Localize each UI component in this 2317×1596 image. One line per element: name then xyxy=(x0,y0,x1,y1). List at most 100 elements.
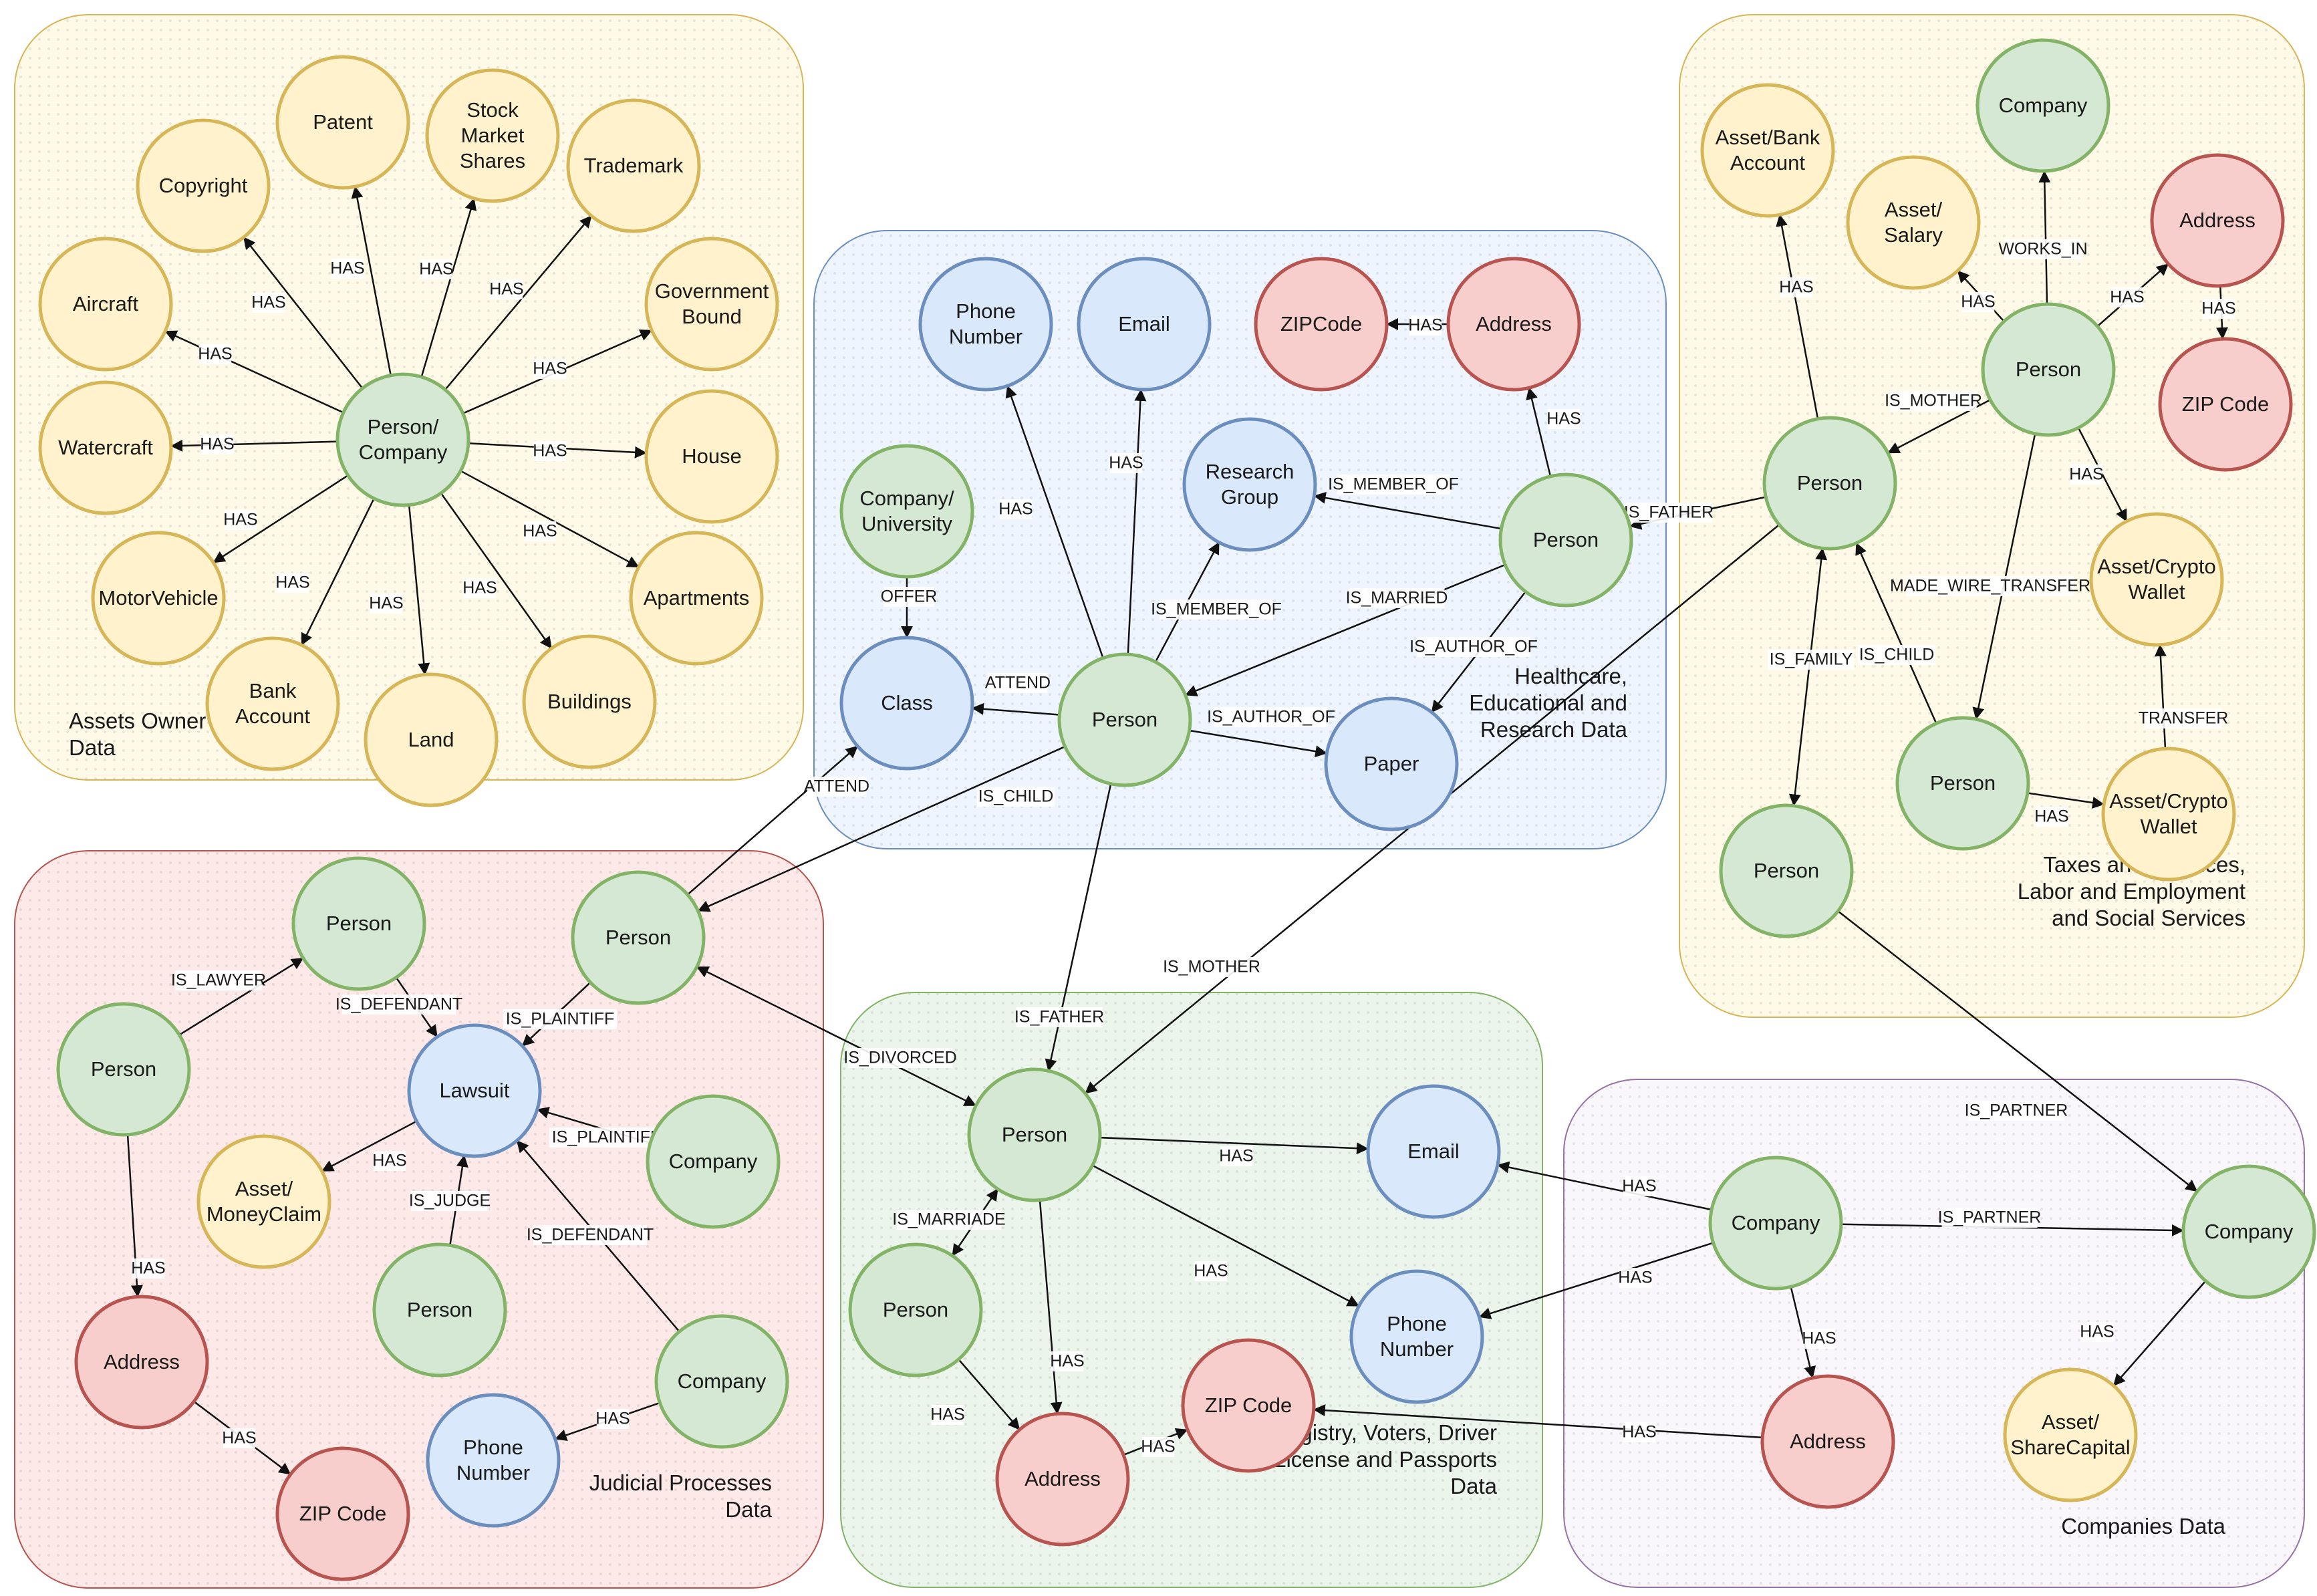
edge-has: HAS xyxy=(321,1120,417,1172)
node-t-person-low[interactable]: Person xyxy=(1895,716,2030,851)
edge-label: HAS xyxy=(223,511,257,529)
node-t-zip[interactable]: ZIP Code xyxy=(2158,337,2293,472)
edge-has: HAS xyxy=(164,330,344,414)
edge-label: ATTEND xyxy=(985,674,1051,692)
node-label: Lawsuit xyxy=(439,1079,509,1102)
node-a-land[interactable]: Land xyxy=(364,672,499,807)
node-a-apartments[interactable]: Apartments xyxy=(629,531,764,666)
node-a-patent[interactable]: Patent xyxy=(275,55,410,190)
node-a-aircraft[interactable]: Aircraft xyxy=(38,237,173,372)
node-a-watercraft[interactable]: Watercraft xyxy=(38,380,173,515)
edge-has: HAS xyxy=(1099,1136,1369,1166)
node-t-person-mid[interactable]: Person xyxy=(1762,416,1897,551)
node-h-person[interactable]: Person xyxy=(1057,652,1192,787)
node-a-motor[interactable]: MotorVehicle xyxy=(91,531,226,666)
node-label: Email xyxy=(1407,1140,1460,1163)
edge-has: HAS xyxy=(1776,214,1819,419)
node-t-company[interactable]: Company xyxy=(1975,38,2110,173)
node-t-address[interactable]: Address xyxy=(2150,153,2285,288)
edge-is-partner: IS_PARTNER xyxy=(1837,910,2198,1192)
node-p-company[interactable]: Company xyxy=(1708,1156,1843,1291)
edge-label: MADE_WIRE_TRANSFER xyxy=(1890,577,2090,595)
edge-label: HAS xyxy=(2069,465,2103,484)
node-t-person-left[interactable]: Person xyxy=(1719,803,1854,938)
node-label: Person xyxy=(1930,771,1996,795)
edge-is-author-of: IS_AUTHOR_OF xyxy=(1409,591,1538,713)
node-a-buildings[interactable]: Buildings xyxy=(522,634,657,769)
node-j-judge[interactable]: Person xyxy=(372,1242,507,1377)
edge-has: HAS xyxy=(275,498,375,646)
edge-is-lawyer: IS_LAWYER xyxy=(171,957,304,1036)
edge-label: IS_PLAINTIFF xyxy=(552,1128,661,1147)
node-j-company2[interactable]: Company xyxy=(654,1314,789,1449)
node-c-zip[interactable]: ZIP Code xyxy=(1181,1338,1316,1473)
node-a-trademark[interactable]: Trademark xyxy=(566,98,701,233)
edge-is-member-of: IS_MEMBER_OF xyxy=(1151,541,1282,663)
node-j-lawsuit[interactable]: Lawsuit xyxy=(407,1023,542,1158)
node-label: Company/University xyxy=(859,487,954,535)
node-a-center[interactable]: Person/Company xyxy=(335,372,470,507)
node-j-person-top[interactable]: Person xyxy=(291,856,426,991)
edge-label: HAS xyxy=(523,522,557,541)
node-label: Person xyxy=(1002,1123,1067,1146)
node-h-class[interactable]: Class xyxy=(839,636,974,771)
node-p-share[interactable]: Asset/ShareCapital xyxy=(2003,1367,2138,1502)
node-h-zip[interactable]: ZIPCode xyxy=(1254,257,1389,392)
edge-label: IS_FAMILY xyxy=(1770,650,1853,669)
edge-has: HAS xyxy=(1790,1287,1836,1379)
node-a-copyright[interactable]: Copyright xyxy=(136,118,271,253)
node-p-address[interactable]: Address xyxy=(1760,1374,1895,1509)
edge-label: IS_AUTHOR_OF xyxy=(1207,708,1335,726)
node-h-address[interactable]: Address xyxy=(1446,257,1581,392)
node-label: Trademark xyxy=(584,154,684,177)
edge-label: OFFER xyxy=(881,587,938,606)
node-label: ZIP Code xyxy=(2182,392,2269,416)
node-j-money[interactable]: Asset/MoneyClaim xyxy=(196,1134,331,1269)
edge-has: HAS xyxy=(2096,263,2169,327)
node-j-person-left[interactable]: Person xyxy=(56,1002,191,1137)
node-c-person[interactable]: Person xyxy=(967,1067,1102,1202)
node-h-person2[interactable]: Person xyxy=(1498,473,1633,608)
node-c-person2[interactable]: Person xyxy=(848,1242,983,1377)
node-h-company[interactable]: Company/University xyxy=(839,444,974,579)
node-c-address[interactable]: Address xyxy=(995,1412,1130,1547)
edge-has: HAS xyxy=(2027,792,2104,827)
edge-label: HAS xyxy=(330,259,364,278)
edge-label: TRANSFER xyxy=(2139,709,2229,728)
node-t-person-top[interactable]: Person xyxy=(1981,302,2116,437)
node-h-paper[interactable]: Paper xyxy=(1324,696,1459,831)
edge-is-partner: IS_PARTNER xyxy=(1841,1208,2184,1236)
edge-has: HAS xyxy=(1313,1404,1763,1442)
edge-has: HAS xyxy=(460,470,640,568)
node-h-email[interactable]: Email xyxy=(1077,257,1212,392)
edge-has: HAS xyxy=(2080,1280,2207,1387)
edge-label: IS_CHILD xyxy=(978,787,1054,806)
edge-label: IS_DIVORCED xyxy=(843,1049,956,1067)
node-j-company1[interactable]: Company xyxy=(646,1094,781,1229)
node-c-email[interactable]: Email xyxy=(1366,1084,1501,1219)
node-label: Person/Company xyxy=(359,415,448,464)
node-j-person-plaintiff[interactable]: Person xyxy=(571,870,706,1005)
node-j-address[interactable]: Address xyxy=(74,1295,209,1430)
node-t-salary[interactable]: Asset/Salary xyxy=(1846,155,1981,290)
node-j-zip[interactable]: ZIP Code xyxy=(275,1446,410,1581)
edge-label: HAS xyxy=(1219,1147,1253,1166)
node-a-house[interactable]: House xyxy=(644,389,779,524)
edge-label: IS_DEFENDANT xyxy=(527,1226,654,1244)
node-p-company2[interactable]: Company xyxy=(2181,1164,2316,1299)
